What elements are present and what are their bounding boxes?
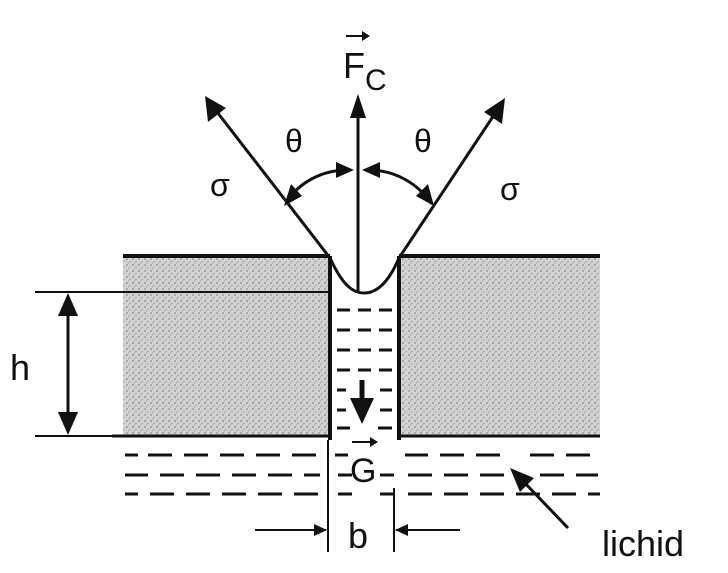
h-arrow-bottom (58, 412, 78, 435)
h-arrow-top (58, 293, 78, 316)
tension-left-head (205, 96, 226, 122)
tension-left-line (212, 107, 332, 259)
solid-block-right (399, 256, 600, 436)
solid-block-left (123, 256, 330, 436)
weight-label: G (350, 452, 376, 490)
force-label-subscript: C (365, 64, 387, 97)
liquid-pointer-head (510, 468, 534, 492)
tension-right-line (397, 111, 498, 259)
liquid-label: lichid (602, 523, 684, 564)
weight-vector-overline (352, 437, 378, 447)
tension-label-left: σ (210, 167, 230, 203)
angle-arrow-left-end (284, 184, 302, 206)
liquid-reservoir (125, 453, 600, 496)
liquid-pointer-line (520, 478, 570, 530)
force-vector-overline (346, 31, 370, 41)
angle-arrow-right-end (416, 184, 434, 206)
liquid-in-capillary (337, 308, 392, 430)
force-label: F (343, 45, 365, 86)
angle-label-right: θ (414, 123, 432, 159)
tension-right-head (484, 98, 505, 124)
tension-label-right: σ (500, 171, 520, 207)
force-vector-head (350, 94, 366, 118)
angle-label-left: θ (285, 123, 303, 159)
weight-vector-head (350, 398, 374, 424)
width-label: b (348, 515, 368, 556)
meniscus (328, 257, 401, 295)
height-label: h (10, 347, 30, 388)
angle-arrow-right-top (362, 162, 380, 178)
angle-arrow-left-top (336, 162, 354, 178)
